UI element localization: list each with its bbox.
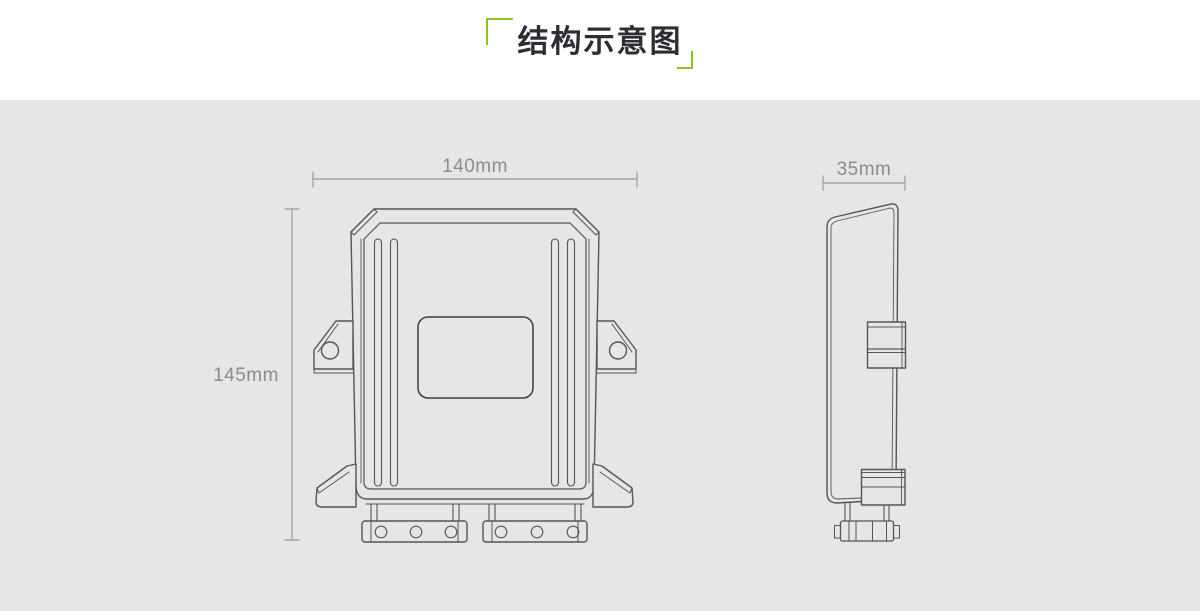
connector-pin-hole — [374, 525, 388, 539]
foot-bracket-right — [592, 463, 634, 508]
connector-pin-hole — [566, 525, 580, 539]
side-body-outline — [826, 203, 899, 504]
side-connector-stems — [844, 502, 890, 522]
mounting-ear-left — [313, 320, 354, 374]
front-width-dimension: 140mm — [312, 156, 638, 188]
corner-bracket-bottom-right-icon — [676, 51, 693, 69]
corner-chamfer-facet — [572, 208, 600, 236]
side-foot-bracket — [860, 468, 906, 506]
connector-block-left — [361, 520, 468, 543]
rib-slots — [373, 238, 576, 487]
connector-pin-hole — [444, 525, 458, 539]
front-height-dimension-label: 145mm — [213, 365, 279, 386]
page-header: 结构示意图 — [0, 0, 1200, 100]
side-depth-dimension: 35mm — [822, 159, 906, 191]
corner-bracket-top-left-icon — [485, 18, 513, 45]
connector-side-tab — [893, 525, 900, 539]
connector-pin-hole — [530, 525, 544, 539]
corner-chamfer-facet — [350, 208, 378, 236]
title-block: 结构示意图 — [485, 0, 693, 69]
front-width-dimension-label: 140mm — [442, 156, 508, 177]
rib-slot — [566, 238, 576, 487]
side-connector-block — [834, 520, 900, 542]
mounting-ear-right — [596, 320, 637, 374]
side-depth-dimension-label: 35mm — [837, 159, 892, 180]
foot-bracket-left — [315, 463, 357, 508]
rib-slot — [373, 238, 383, 487]
side-body-inner-line — [830, 207, 895, 500]
rib-slot — [550, 238, 560, 487]
connector-block-right — [482, 520, 588, 543]
connector-pin-hole — [494, 525, 508, 539]
connector-stems — [370, 503, 582, 522]
enclosure-face-panel — [363, 222, 587, 490]
side-view: 35mm — [822, 159, 907, 542]
mounting-hole — [608, 341, 628, 360]
connector-side-tab — [834, 525, 841, 539]
front-view: 140mm 145mm — [213, 156, 638, 543]
front-height-dimension: 145mm — [213, 208, 300, 541]
mounting-hole — [320, 341, 340, 360]
connector-pin-hole — [409, 525, 423, 539]
enclosure-outline — [350, 208, 600, 500]
label-plate — [417, 316, 534, 399]
side-mounting-ear — [866, 321, 907, 369]
page-title: 结构示意图 — [517, 24, 683, 59]
rib-slot — [389, 238, 399, 487]
